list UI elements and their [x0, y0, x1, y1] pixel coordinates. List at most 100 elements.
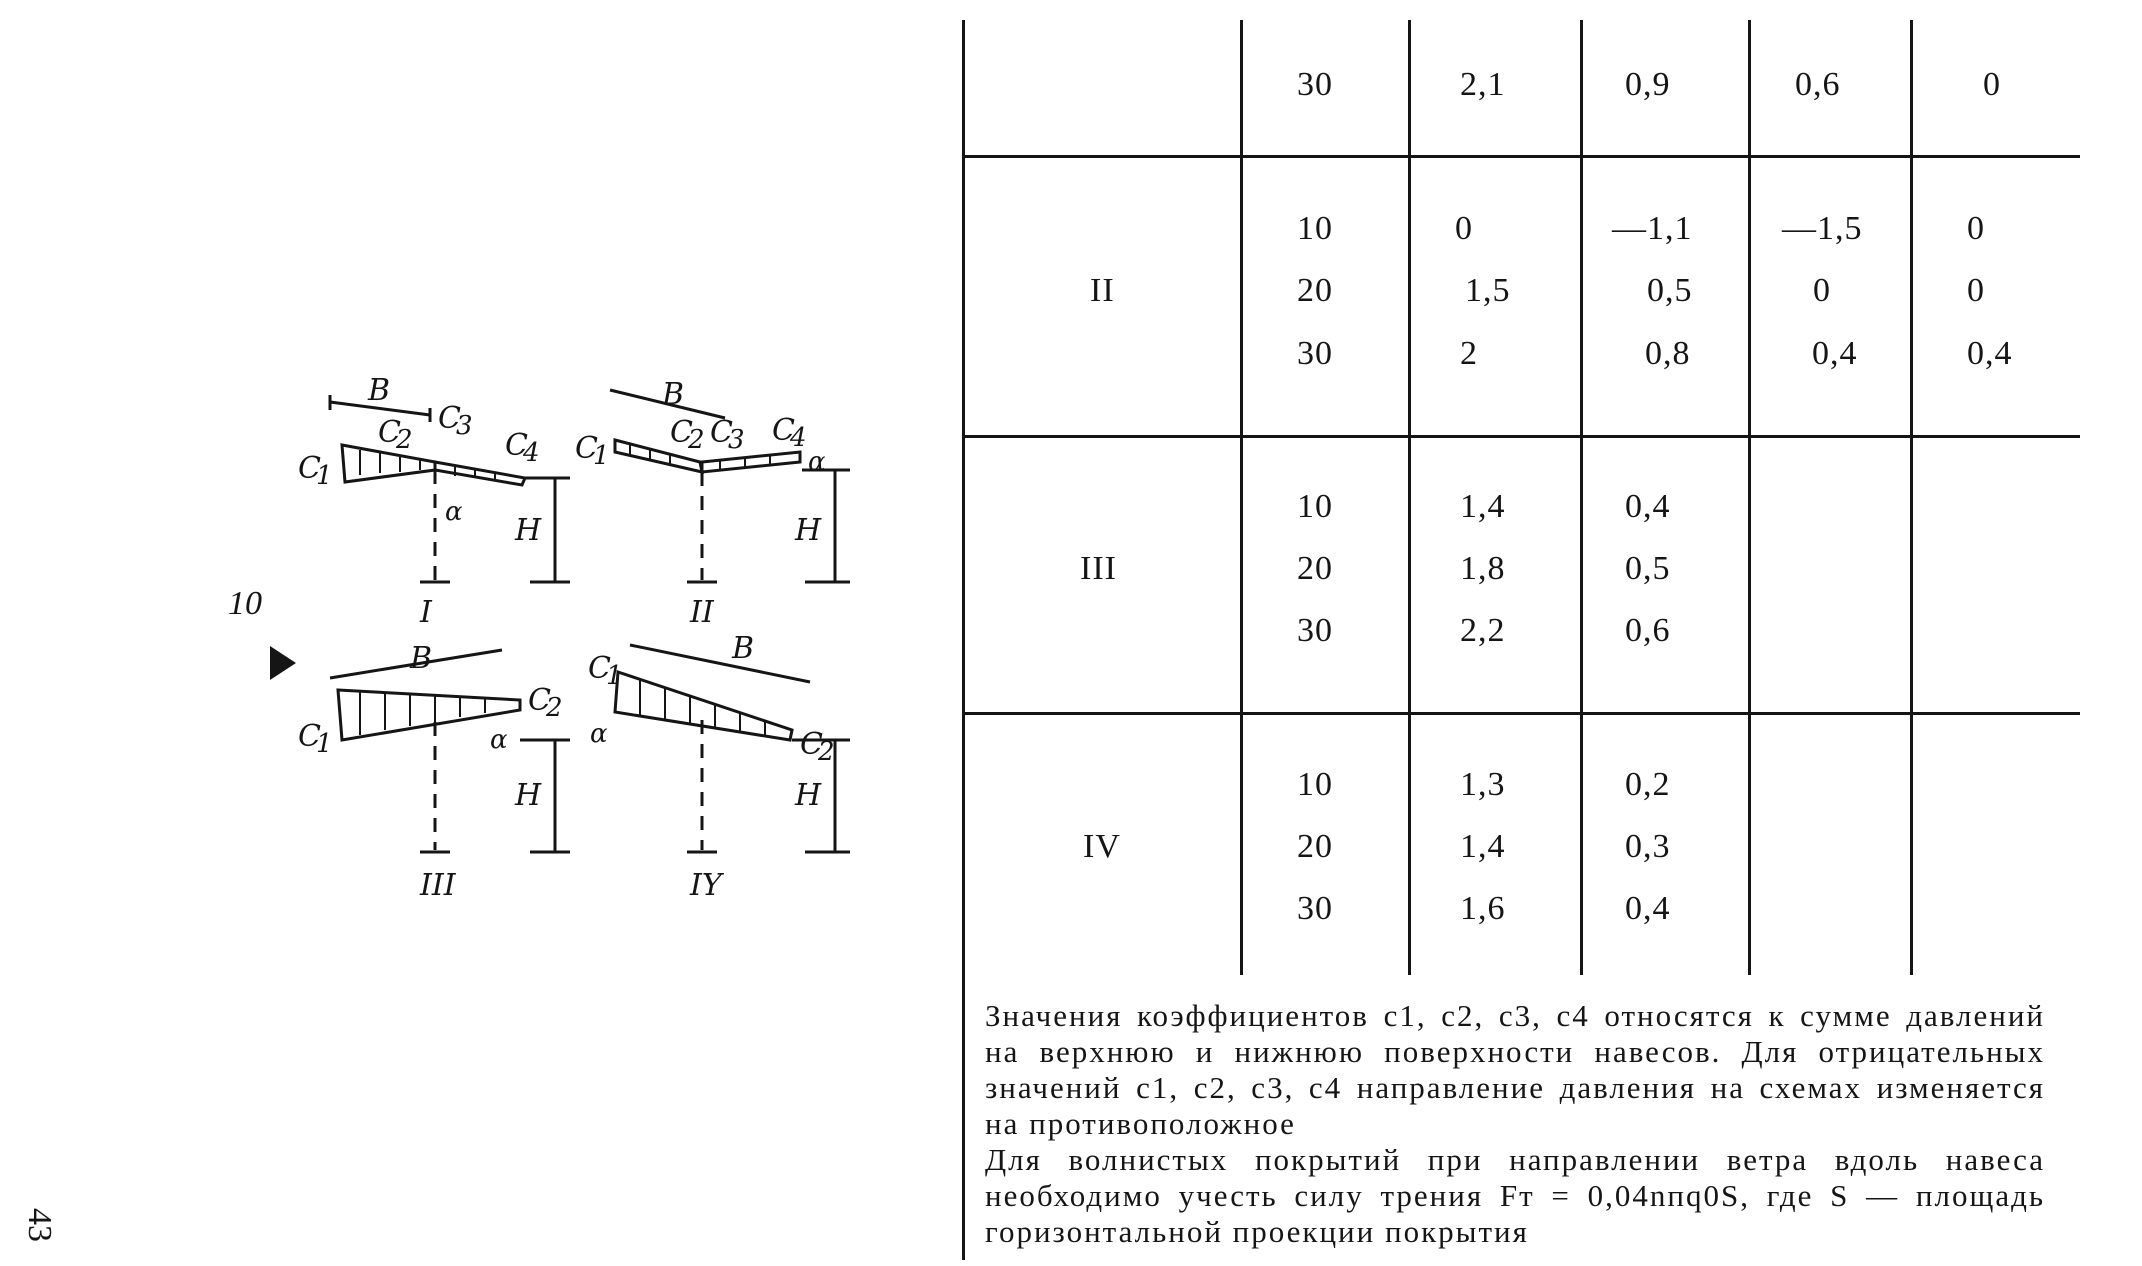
scheme-I: B C1 C2 C3 C4 I α H	[298, 373, 570, 630]
table-cell: 2	[1460, 335, 1478, 372]
table-cell: 1,4	[1460, 828, 1506, 865]
note-paragraph: Для волнистых покрытий при направлении в…	[985, 1142, 2045, 1249]
table-cell: 0,4	[1967, 335, 2013, 372]
svg-text:α: α	[445, 497, 463, 527]
table-notes: Значения коэффициентов c1, c2, c3, c4 от…	[985, 998, 2045, 1250]
svg-text:3: 3	[456, 411, 473, 441]
label-B: B	[409, 641, 432, 676]
svg-text:I: I	[419, 595, 433, 630]
svg-text:H: H	[794, 513, 822, 548]
svg-text:III: III	[419, 868, 457, 903]
table-cell: 0	[1967, 272, 1985, 309]
canopy-schemes-figure: B C1 C2 C3 C4 I α H B C1 C2 C3	[270, 373, 850, 903]
table-cell: 0	[1967, 210, 1985, 247]
svg-text:C: C	[298, 451, 321, 486]
table-cell: 10	[1297, 210, 1333, 247]
svg-text:C: C	[710, 415, 733, 450]
table-cell: 0,9	[1625, 66, 1671, 103]
svg-text:C: C	[772, 413, 795, 448]
table-cell: 0	[1983, 66, 2001, 103]
row-number: 10	[228, 585, 262, 622]
table-cell: 0,3	[1625, 828, 1671, 865]
table-cell: 1,3	[1460, 766, 1506, 803]
svg-text:C: C	[670, 415, 693, 450]
table-cell: 2,2	[1460, 612, 1506, 649]
scheme-II: B C1 C2 C3 C4 II α H	[575, 377, 850, 630]
scheme-label: IV	[1083, 828, 1121, 865]
svg-text:C: C	[505, 428, 528, 463]
table-cell: —1,5	[1782, 210, 1863, 247]
svg-text:C: C	[528, 683, 551, 718]
table-cell: 20	[1297, 272, 1333, 309]
wind-arrow	[270, 646, 296, 680]
table-cell: 30	[1297, 335, 1333, 372]
table-cell: 0,2	[1625, 766, 1671, 803]
svg-text:1: 1	[316, 461, 333, 491]
svg-text:4: 4	[789, 423, 807, 453]
table-cell: 30	[1297, 66, 1333, 103]
svg-text:C: C	[438, 401, 461, 436]
table-cell: 0,6	[1795, 66, 1841, 103]
table-row-divider	[962, 155, 2080, 158]
scheme-label: III	[1080, 550, 1117, 587]
table-cell: 0,5	[1625, 550, 1671, 587]
svg-text:α: α	[808, 447, 826, 477]
scheme-IV: B C1 C2 IY α H	[588, 631, 850, 903]
table-row-divider	[962, 712, 2080, 715]
svg-text:II: II	[689, 595, 715, 630]
table-cell: 0	[1813, 272, 1831, 309]
table-cell: 1,5	[1465, 272, 1511, 309]
svg-text:C: C	[378, 415, 401, 450]
label-B: B	[661, 377, 684, 412]
scheme-III: B C1 C2 III α H	[298, 641, 570, 903]
table-col-divider	[1580, 20, 1583, 975]
label-B: B	[367, 373, 390, 408]
table-cell: 0	[1455, 210, 1473, 247]
note-paragraph: Значения коэффициентов c1, c2, c3, c4 от…	[985, 998, 2045, 1141]
table-cell: 0,8	[1645, 335, 1691, 372]
svg-text:1: 1	[606, 661, 623, 691]
table-left-border	[962, 20, 965, 1260]
svg-text:1: 1	[316, 729, 333, 759]
table-cell: 0,4	[1625, 488, 1671, 525]
svg-text:3: 3	[728, 425, 745, 455]
svg-text:2: 2	[395, 425, 413, 455]
svg-text:4: 4	[522, 438, 540, 468]
svg-text:2: 2	[817, 737, 835, 767]
table-col-divider	[1748, 20, 1751, 975]
table-cell: —1,1	[1612, 210, 1693, 247]
svg-text:C: C	[800, 727, 823, 762]
table-cell: 0,4	[1812, 335, 1858, 372]
svg-text:C: C	[588, 651, 611, 686]
svg-text:C: C	[298, 719, 321, 754]
table-col-divider	[1910, 20, 1913, 975]
svg-text:IY: IY	[689, 868, 725, 903]
table-cell: 20	[1297, 550, 1333, 587]
table-cell: 0,6	[1625, 612, 1671, 649]
table-cell: 0,5	[1647, 272, 1693, 309]
table-cell: 30	[1297, 890, 1333, 927]
table-col-divider	[1240, 20, 1243, 975]
table-cell: 10	[1297, 488, 1333, 525]
table-cell: 30	[1297, 612, 1333, 649]
svg-text:α: α	[590, 719, 608, 749]
page-number: 43	[21, 1208, 58, 1242]
svg-text:α: α	[490, 725, 508, 755]
table-cell: 1,4	[1460, 488, 1506, 525]
svg-text:H: H	[514, 513, 542, 548]
table-cell: 2,1	[1460, 66, 1506, 103]
label-B: B	[731, 631, 754, 666]
svg-text:H: H	[514, 778, 542, 813]
table-cell: 10	[1297, 766, 1333, 803]
table-cell: 1,8	[1460, 550, 1506, 587]
svg-text:H: H	[794, 778, 822, 813]
table-cell: 1,6	[1460, 890, 1506, 927]
svg-text:2: 2	[687, 425, 705, 455]
table-cell: 0,4	[1625, 890, 1671, 927]
svg-text:C: C	[575, 431, 598, 466]
svg-text:2: 2	[545, 693, 563, 723]
table-cell: 20	[1297, 828, 1333, 865]
table-row-divider	[962, 435, 2080, 438]
table-col-divider	[1408, 20, 1411, 975]
svg-text:1: 1	[593, 441, 610, 471]
